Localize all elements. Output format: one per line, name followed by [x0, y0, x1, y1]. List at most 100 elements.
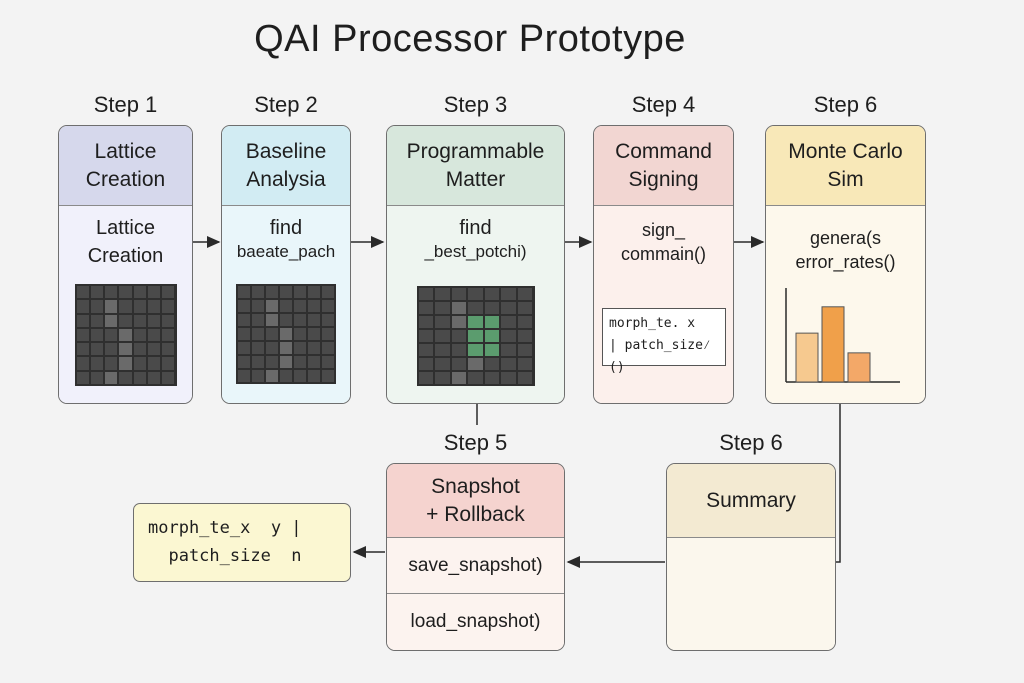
- lattice-cell: [418, 288, 434, 300]
- step-1-label: Step 1: [93, 92, 158, 117]
- lattice-cell: [133, 371, 146, 384]
- lattice-cell: [280, 342, 292, 354]
- lattice-cell: [468, 372, 483, 384]
- lattice-cell: [252, 300, 264, 312]
- lattice-cell: [266, 342, 278, 354]
- lattice-cell: [252, 356, 264, 368]
- lattice-cell: [418, 330, 434, 342]
- lattice-cell: [162, 357, 175, 370]
- lattice-cell: [90, 357, 104, 370]
- lattice-cell: [322, 370, 334, 382]
- step-4-header: Command Signing: [594, 126, 733, 206]
- lattice-cell: [308, 328, 320, 340]
- lattice-cell: [162, 371, 175, 384]
- lattice-cell: [308, 370, 320, 382]
- lattice-cell: [133, 314, 146, 327]
- lattice-cell: [501, 302, 516, 314]
- lattice-cell: [468, 344, 483, 356]
- error-rate-bar: [795, 332, 819, 383]
- lattice-cell: [147, 314, 161, 327]
- save-snapshot-row[interactable]: save_snapshot): [387, 538, 564, 594]
- lattice-cell: [266, 370, 278, 382]
- lattice-cell: [484, 330, 500, 342]
- lattice-cell: [76, 286, 89, 299]
- error-rate-bar: [821, 306, 845, 383]
- lattice-cell: [162, 286, 175, 299]
- load-snapshot-row[interactable]: load_snapshot): [387, 594, 564, 650]
- lattice-cell: [517, 372, 533, 384]
- lattice-cell: [147, 343, 161, 356]
- step-6-body-text: genera(s error_rates(): [795, 228, 896, 272]
- lattice-cell: [451, 288, 467, 300]
- step-3-body: find _best_potchi): [387, 206, 564, 403]
- step-3-header: Programmable Matter: [387, 126, 564, 206]
- lattice-cell: [90, 286, 104, 299]
- step-1-body: Lattice Creation: [59, 206, 192, 403]
- lattice-cell: [266, 328, 278, 340]
- lattice-cell: [147, 371, 161, 384]
- lattice-cell: [105, 300, 118, 313]
- step-2-body-line2: baeate_pach: [236, 242, 336, 261]
- step-4-box: Command Signing sign_ commain() morph_te…: [593, 125, 734, 404]
- lattice-cell: [90, 371, 104, 384]
- lattice-cell: [501, 330, 516, 342]
- lattice-grid-2: [236, 284, 336, 384]
- step-4-code-box: morph_te. x | patch_size⁄(): [602, 308, 726, 375]
- lattice-cell: [76, 328, 89, 342]
- lattice-cell: [435, 316, 450, 328]
- step-2-header: Baseline Analysia: [222, 126, 350, 206]
- lattice-cell: [468, 316, 483, 328]
- step-6-box: Monte Carlo Sim genera(s error_rates(): [765, 125, 926, 404]
- lattice-cell: [105, 286, 118, 299]
- lattice-cell: [162, 328, 175, 342]
- lattice-cell: [119, 357, 132, 370]
- lattice-cell: [418, 316, 434, 328]
- lattice-cell: [105, 343, 118, 356]
- lattice-cell: [294, 286, 306, 298]
- step-2-body: find baeate_pach: [222, 206, 350, 403]
- lattice-cell: [105, 314, 118, 327]
- summary-body: [667, 538, 835, 650]
- lattice-cell: [484, 358, 500, 370]
- lattice-cell: [308, 356, 320, 368]
- lattice-cell: [119, 286, 132, 299]
- lattice-cell: [435, 330, 450, 342]
- lattice-cell: [147, 300, 161, 313]
- lattice-cell: [468, 288, 483, 300]
- lattice-cell: [501, 358, 516, 370]
- lattice-cell: [322, 342, 334, 354]
- lattice-cell: [266, 286, 278, 298]
- lattice-cell: [517, 344, 533, 356]
- step-3-label: Step 3: [443, 92, 508, 117]
- lattice-cell: [238, 328, 250, 340]
- step-3-body-line1: find: [459, 217, 492, 239]
- lattice-cell: [501, 288, 516, 300]
- lattice-cell: [435, 344, 450, 356]
- error-rate-bar-chart: [785, 288, 900, 383]
- lattice-cell: [280, 300, 292, 312]
- lattice-cell: [322, 356, 334, 368]
- step-3-body-line2: _best_potchi): [424, 242, 527, 261]
- lattice-cell: [451, 330, 467, 342]
- lattice-cell: [90, 328, 104, 342]
- lattice-cell: [76, 357, 89, 370]
- step-1-box: Lattice Creation Lattice Creation: [58, 125, 193, 404]
- lattice-cell: [119, 300, 132, 313]
- lattice-cell: [418, 372, 434, 384]
- summary-header: Summary: [667, 464, 835, 538]
- lattice-cell: [484, 316, 500, 328]
- lattice-cell: [468, 358, 483, 370]
- lattice-cell: [76, 343, 89, 356]
- lattice-cell: [162, 300, 175, 313]
- lattice-cell: [451, 302, 467, 314]
- lattice-cell: [294, 342, 306, 354]
- lattice-cell: [451, 358, 467, 370]
- step-5-label: Step 5: [443, 430, 508, 455]
- lattice-cell: [266, 356, 278, 368]
- output-morph-box: morph_te_x y | patch_size n: [133, 503, 351, 582]
- lattice-cell: [280, 314, 292, 326]
- lattice-cell: [501, 316, 516, 328]
- lattice-cell: [238, 286, 250, 298]
- lattice-cell: [76, 314, 89, 327]
- lattice-cell: [119, 328, 132, 342]
